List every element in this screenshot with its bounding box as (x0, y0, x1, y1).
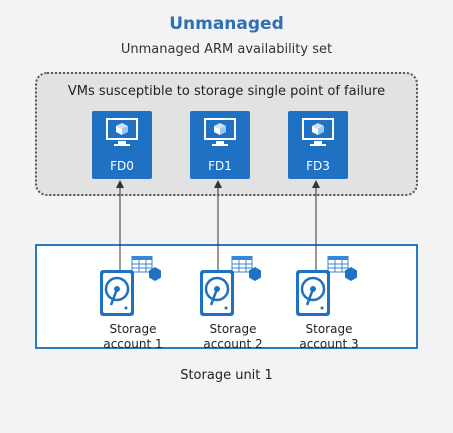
storage-account-icon (100, 256, 161, 316)
diagram-title: Unmanaged (169, 14, 284, 34)
storage-account-3: Storage account 3 (294, 256, 364, 351)
table-grid-icon (231, 256, 253, 273)
table-grid-icon (327, 256, 349, 273)
hexagon-icon (249, 267, 261, 281)
hexagon-icon (345, 267, 357, 281)
vm-label: FD0 (110, 159, 134, 173)
vm-label: FD1 (208, 159, 232, 173)
diagram-subtitle: Unmanaged ARM availability set (120, 42, 333, 57)
vm-fd0: FD0 (92, 111, 152, 179)
monitor-cube-icon (302, 118, 334, 146)
storage-account-2: Storage account 2 (198, 256, 268, 351)
storage-account-icon (200, 256, 261, 316)
vm-group-label: VMs susceptible to storage single point … (67, 84, 386, 99)
hard-drive-icon (200, 270, 234, 316)
table-grid-icon (131, 256, 153, 273)
hard-drive-icon (100, 270, 134, 316)
vm-fd3: FD3 (288, 111, 348, 179)
storage-account-1: Storage account 1 (98, 256, 168, 351)
hard-drive-icon (296, 270, 330, 316)
monitor-cube-icon (106, 118, 138, 146)
storage-account-label: Storage account 2 (203, 322, 263, 351)
vm-group: VMs susceptible to storage single point … (35, 72, 418, 196)
storage-account-label: Storage account 1 (103, 322, 163, 351)
storage-account-label: Storage account 3 (299, 322, 359, 351)
monitor-cube-icon (204, 118, 236, 146)
vm-fd1: FD1 (190, 111, 250, 179)
vm-label: FD3 (306, 159, 330, 173)
storage-unit-label: Storage unit 1 (180, 368, 273, 383)
hexagon-icon (149, 267, 161, 281)
storage-account-icon (296, 256, 357, 316)
